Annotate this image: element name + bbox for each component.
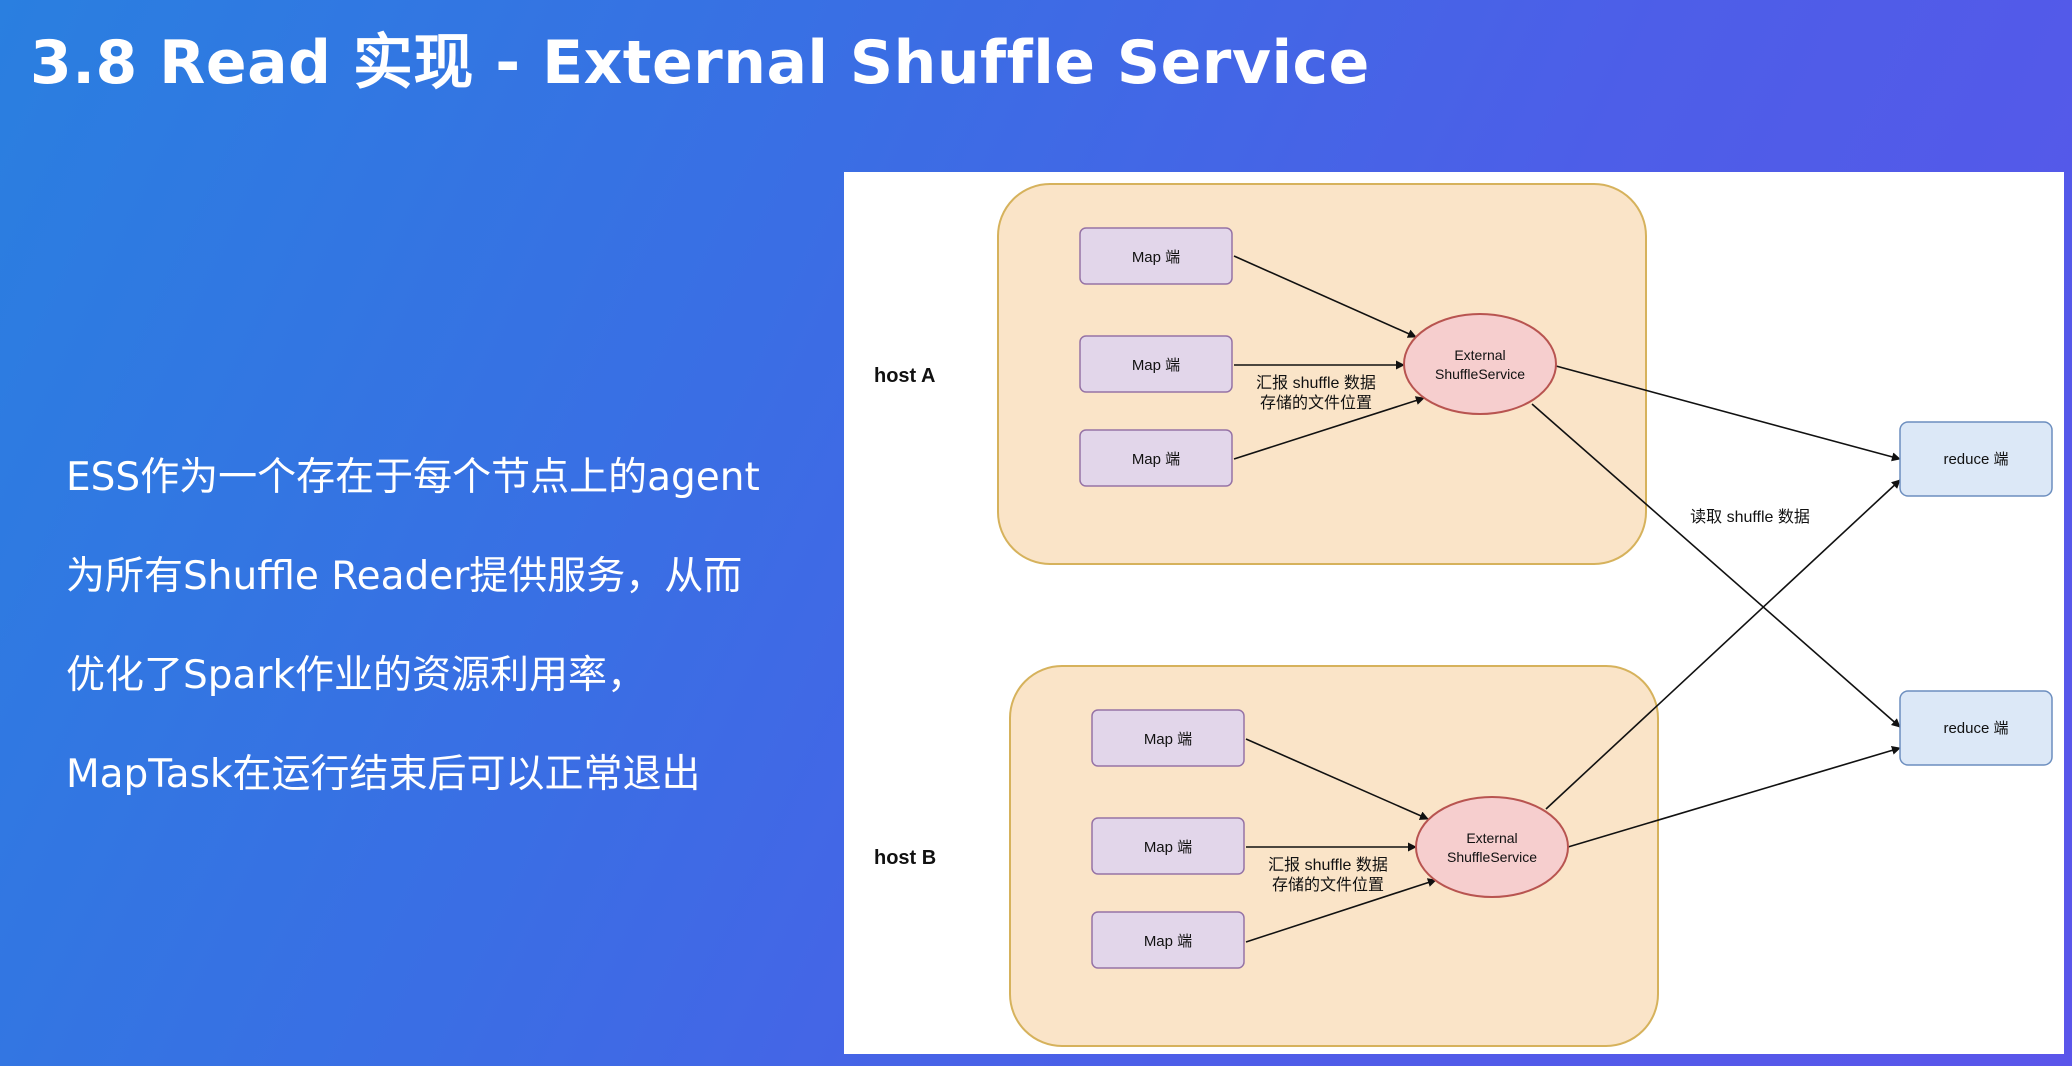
architecture-diagram: host A host B Map 端 Map 端 Map 端 — [844, 172, 2064, 1054]
map-node-label: Map 端 — [1144, 839, 1192, 856]
external-shuffle-service-b — [1415, 796, 1569, 898]
service-b-label-line2: ShuffleService — [1447, 849, 1537, 865]
map-node — [1079, 227, 1233, 285]
external-shuffle-service-a — [1403, 313, 1557, 415]
description-line: 为所有Shuffle Reader提供服务，从而 — [66, 554, 743, 599]
reduce-node-label: reduce 端 — [1943, 720, 2008, 737]
map-node — [1079, 429, 1233, 487]
edge-service-to-reduce — [1545, 479, 1901, 810]
map-node-label: Map 端 — [1132, 357, 1180, 374]
report-label-a-line2: 存储的文件位置 — [1260, 394, 1372, 412]
report-label-a-line1: 汇报 shuffle 数据 — [1256, 374, 1376, 392]
description-line: 优化了Spark作业的资源利用率， — [66, 653, 647, 698]
host-b-map-nodes: Map 端 Map 端 Map 端 — [1091, 709, 1245, 969]
map-node-label: Map 端 — [1132, 451, 1180, 468]
edge-map-to-service — [1245, 738, 1429, 820]
map-node — [1079, 335, 1233, 393]
map-node-label: Map 端 — [1144, 731, 1192, 748]
description-line: ESS作为一个存在于每个节点上的agent — [66, 455, 760, 500]
host-b-label: host B — [874, 847, 936, 869]
edge-map-to-service — [1233, 255, 1417, 338]
report-label-b-line2: 存储的文件位置 — [1272, 876, 1384, 894]
map-node — [1091, 709, 1245, 767]
map-node — [1091, 817, 1245, 875]
diagram-canvas: host A host B Map 端 Map 端 Map 端 — [874, 183, 2053, 1047]
report-label-b-line1: 汇报 shuffle 数据 — [1268, 856, 1388, 874]
edge-service-to-reduce — [1567, 746, 1901, 848]
service-b-label-line1: External — [1466, 830, 1517, 846]
description-line: MapTask在运行结束后可以正常退出 — [66, 752, 701, 797]
edge-map-to-service — [1233, 396, 1425, 460]
description-text: ESS作为一个存在于每个节点上的agent 为所有Shuffle Reader提… — [66, 428, 826, 824]
map-node-label: Map 端 — [1132, 249, 1180, 266]
edge-map-to-service — [1245, 878, 1437, 943]
edge-service-to-reduce — [1555, 365, 1901, 462]
edge-service-to-reduce — [1531, 403, 1901, 728]
slide-title: 3.8 Read 实现 - External Shuffle Service — [30, 28, 1370, 98]
reduce-node — [1899, 690, 2053, 766]
service-a-label-line2: ShuffleService — [1435, 366, 1525, 382]
host-a-label: host A — [874, 365, 935, 387]
reduce-node — [1899, 421, 2053, 497]
map-node-label: Map 端 — [1144, 933, 1192, 950]
read-shuffle-label: 读取 shuffle 数据 — [1690, 508, 1810, 526]
map-node — [1091, 911, 1245, 969]
service-a-label-line1: External — [1454, 347, 1505, 363]
reduce-node-label: reduce 端 — [1943, 451, 2008, 468]
host-a-map-nodes: Map 端 Map 端 Map 端 — [1079, 227, 1233, 487]
